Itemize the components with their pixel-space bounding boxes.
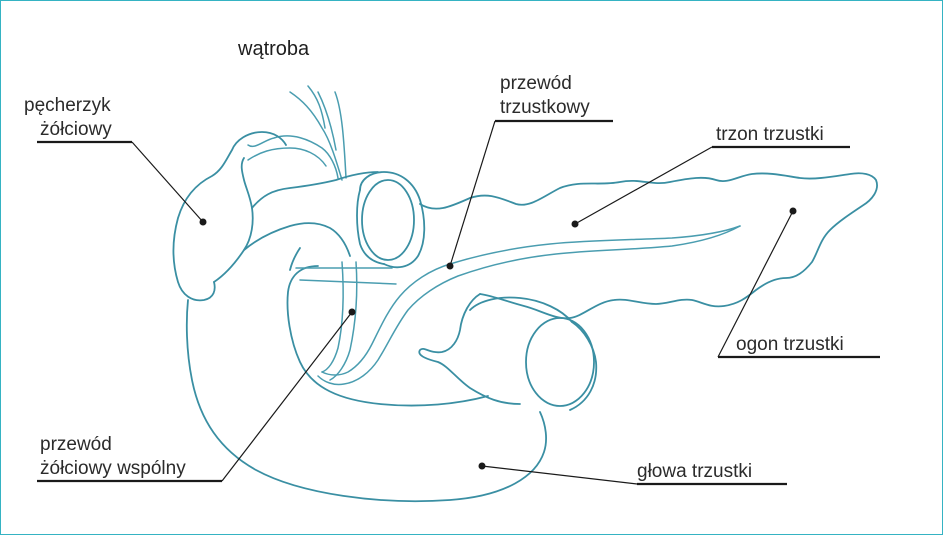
- duodenum: [187, 172, 546, 501]
- label-common-bile-duct-line2: żółciowy wspólny: [40, 458, 186, 480]
- leader-body: [575, 147, 712, 224]
- dot-gallbladder: [200, 219, 207, 226]
- label-pancreas-body: trzon trzustki: [716, 124, 824, 146]
- label-pancreas-tail: ogon trzustki: [736, 334, 844, 356]
- label-pancreatic-duct-line1: przewód: [500, 73, 572, 95]
- gallbladder: [174, 132, 287, 300]
- label-pancreatic-duct-line2: trzustkowy: [500, 97, 590, 119]
- label-common-bile-duct-line1: przewód: [40, 434, 112, 456]
- leader-common-bile-duct: [222, 312, 352, 481]
- label-liver: wątroba: [238, 38, 309, 60]
- dot-common-bile-duct: [349, 309, 356, 316]
- label-gallbladder-line2: żółciowy: [40, 119, 112, 141]
- dot-head: [479, 463, 486, 470]
- leader-gallbladder: [132, 142, 203, 222]
- leader-head: [482, 466, 637, 484]
- dot-tail: [790, 208, 797, 215]
- hepatic-ducts: [248, 86, 346, 180]
- dot-pancreatic-duct: [447, 263, 454, 270]
- dot-body: [572, 221, 579, 228]
- leader-pancreatic-duct: [450, 121, 495, 266]
- stomach-cut: [357, 172, 424, 267]
- label-gallbladder-line1: pęcherzyk: [24, 95, 111, 117]
- pancreas-head: [419, 294, 596, 410]
- label-pancreas-head: głowa trzustki: [637, 461, 752, 483]
- leader-lines: [37, 121, 880, 484]
